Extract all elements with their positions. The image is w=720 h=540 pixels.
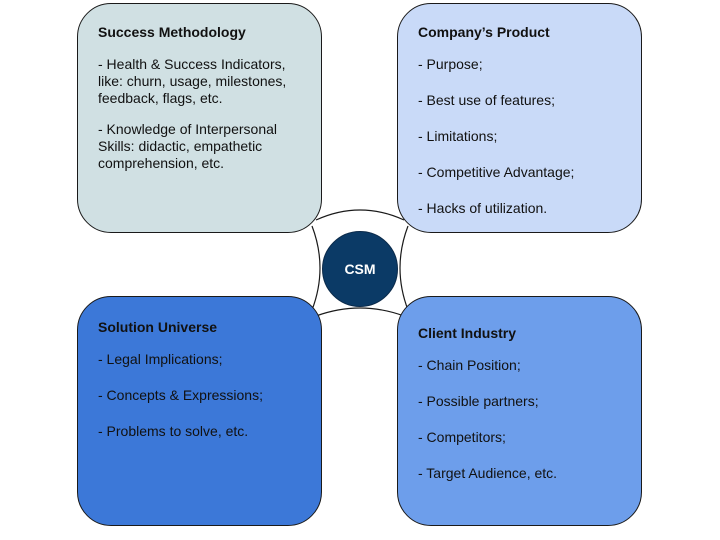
- box-item: - Chain Position;: [418, 357, 521, 373]
- box-item: - Limitations;: [418, 128, 498, 144]
- connector-right: [399, 225, 409, 311]
- box-item: - Competitors;: [418, 429, 506, 445]
- hub-label: CSM: [344, 261, 376, 277]
- connector-top: [315, 209, 405, 221]
- box-item: - Competitive Advantage;: [418, 164, 575, 180]
- client-industry-box: Client Industry - Chain Position; - Poss…: [397, 296, 642, 526]
- box-item: - Health & Success Indicators, like: chu…: [98, 56, 287, 106]
- csm-hub: CSM: [322, 231, 398, 307]
- box-title: Client Industry: [418, 325, 517, 341]
- box-item: - Hacks of utilization.: [418, 200, 548, 216]
- box-title: Company’s Product: [418, 24, 550, 40]
- box-item: - Legal Implications;: [98, 351, 223, 367]
- company-product-box: Company’s Product - Purpose; - Best use …: [397, 3, 642, 233]
- box-title: Success Methodology: [98, 24, 246, 40]
- box-item: - Possible partners;: [418, 393, 539, 409]
- connector-bottom: [315, 307, 405, 317]
- solution-universe-box: Solution Universe - Legal Implications; …: [77, 296, 322, 526]
- box-item: - Best use of features;: [418, 92, 555, 108]
- box-item: - Target Audience, etc.: [418, 465, 558, 481]
- connector-left: [311, 225, 321, 311]
- box-item: - Purpose;: [418, 56, 483, 72]
- box-item: - Knowledge of Interpersonal Skills: did…: [98, 121, 277, 171]
- box-item: - Concepts & Expressions;: [98, 387, 263, 403]
- success-methodology-box: Success Methodology - Health & Success I…: [77, 3, 322, 233]
- box-title: Solution Universe: [98, 319, 218, 335]
- box-item: - Problems to solve, etc.: [98, 423, 249, 439]
